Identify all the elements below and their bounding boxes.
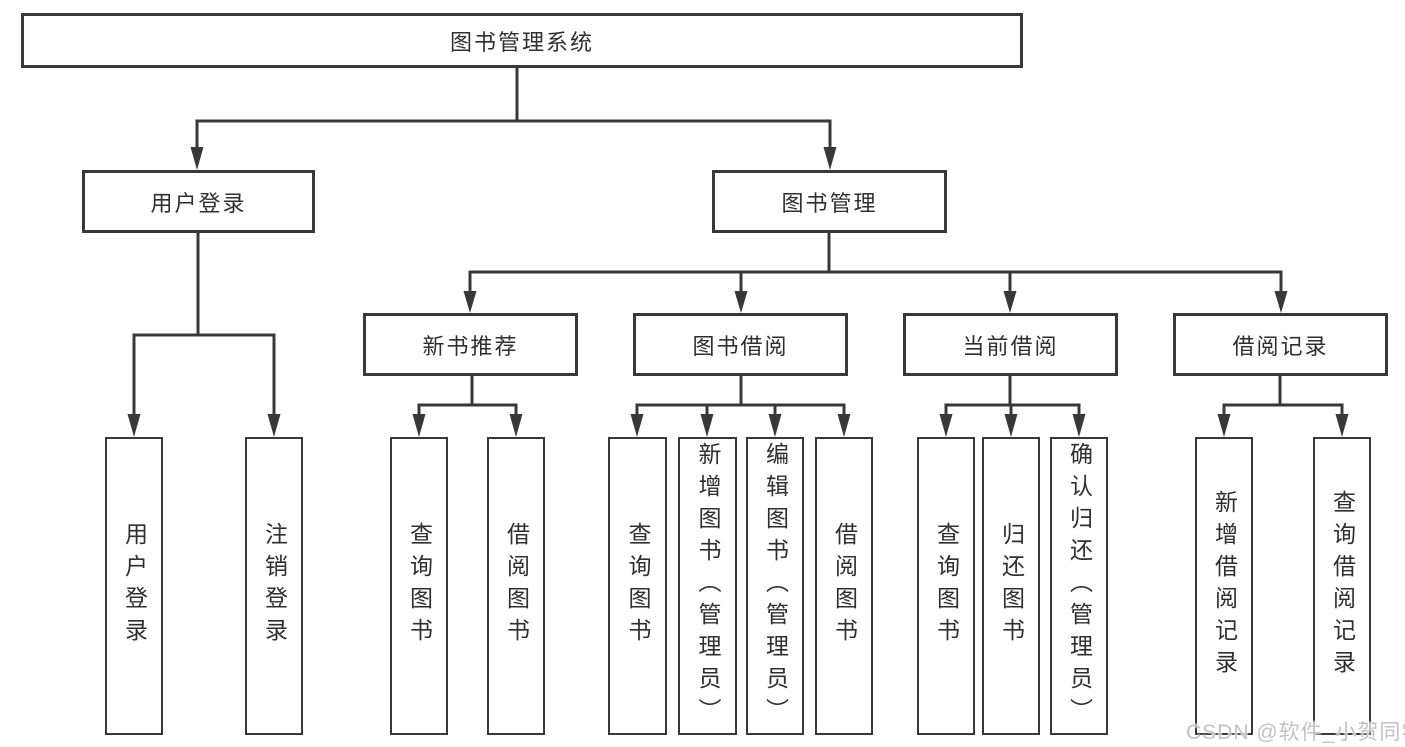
node-leaf-confirm-return-admin: 确认归还（管理员） [1050, 437, 1108, 735]
node-user-login: 用户登录 [82, 170, 315, 233]
node-leaf-query-borrow-record: 查询借阅记录 [1313, 437, 1371, 735]
node-book-management: 图书管理 [712, 170, 947, 233]
csdn-watermark: CSDN @软件_小贺同学 [1186, 721, 1405, 744]
node-leaf-user-login: 用户登录 [105, 437, 163, 735]
connector-current-borrow-to-leaves [939, 376, 1086, 437]
node-library-system: 图书管理系统 [21, 13, 1023, 68]
node-library-system-label: 图书管理系统 [449, 29, 594, 55]
node-leaf-user-login-label: 用户登录 [121, 522, 148, 650]
node-new-book-recommendation: 新书推荐 [363, 313, 578, 376]
connector-book-mgmt-to-level3 [463, 233, 1288, 313]
node-leaf-query-borrow-record-label: 查询借阅记录 [1329, 490, 1356, 682]
node-leaf-confirm-return-admin-label: 确认归还（管理员） [1066, 442, 1093, 730]
node-leaf-query-books-current: 查询图书 [917, 437, 975, 735]
node-book-borrowing-label: 图书借阅 [692, 333, 789, 359]
node-user-login-label: 用户登录 [150, 190, 247, 216]
node-new-book-recommendation-label: 新书推荐 [422, 333, 519, 359]
node-leaf-return-books: 归还图书 [982, 437, 1040, 735]
node-current-borrowing-label: 当前借阅 [962, 333, 1059, 359]
node-leaf-logout-label: 注销登录 [261, 522, 288, 650]
node-leaf-edit-books-admin-label: 编辑图书（管理员） [762, 442, 789, 730]
node-borrowing-records-label: 借阅记录 [1232, 333, 1329, 359]
connector-user-login-to-leaves [127, 233, 281, 437]
node-leaf-query-books-borrow: 查询图书 [608, 437, 667, 735]
node-leaf-add-borrow-record-label: 新增借阅记录 [1211, 490, 1238, 682]
connector-new-book-rec-to-leaves [412, 376, 523, 437]
node-leaf-logout: 注销登录 [245, 437, 303, 735]
connector-root-to-level2 [190, 68, 837, 170]
node-leaf-return-books-label: 归还图书 [998, 522, 1025, 650]
node-current-borrowing: 当前借阅 [903, 313, 1118, 376]
connector-book-borrow-to-leaves [630, 376, 851, 437]
node-leaf-add-books-admin-label: 新增图书（管理员） [695, 442, 721, 730]
node-leaf-borrow-books-rec-label: 借阅图书 [503, 522, 530, 650]
node-book-borrowing: 图书借阅 [633, 313, 848, 376]
node-leaf-borrow-books-label: 借阅图书 [831, 522, 858, 650]
node-leaf-add-borrow-record: 新增借阅记录 [1195, 437, 1253, 735]
node-leaf-borrow-books: 借阅图书 [815, 437, 873, 735]
node-leaf-add-books-admin: 新增图书（管理员） [678, 437, 737, 735]
node-leaf-edit-books-admin: 编辑图书（管理员） [746, 437, 804, 735]
node-leaf-query-books-rec-label: 查询图书 [406, 522, 433, 650]
node-leaf-query-books-rec: 查询图书 [390, 437, 448, 735]
node-leaf-query-books-borrow-label: 查询图书 [625, 522, 651, 650]
node-leaf-query-books-current-label: 查询图书 [933, 522, 960, 650]
node-leaf-borrow-books-rec: 借阅图书 [487, 437, 545, 735]
node-borrowing-records: 借阅记录 [1173, 313, 1388, 376]
connector-borrow-record-to-leaves [1217, 376, 1349, 437]
node-book-management-label: 图书管理 [781, 190, 878, 216]
